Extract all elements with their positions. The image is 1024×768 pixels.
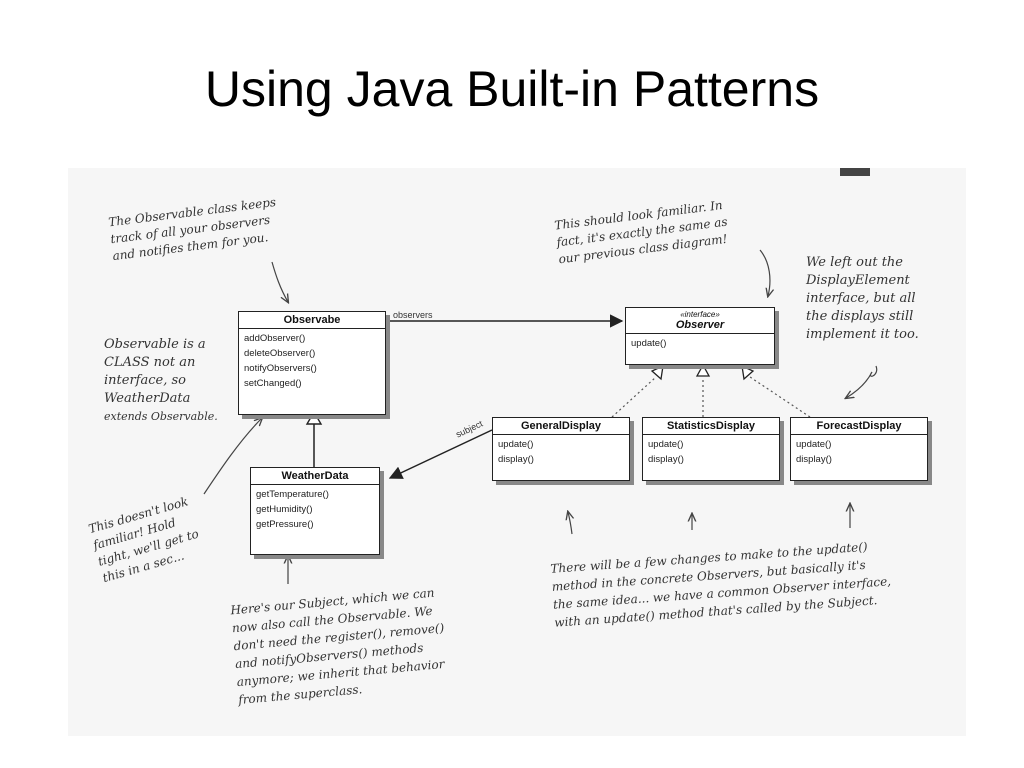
realization-forecast-triangle — [741, 364, 755, 381]
method-list: addObserver() deleteObserver() notifyObs… — [239, 329, 385, 393]
method: addObserver() — [244, 333, 306, 344]
note-line: interface, so — [104, 373, 186, 388]
realization-statistics-triangle — [695, 363, 711, 377]
class-weatherdata: WeatherData getTemperature() getHumidity… — [250, 467, 380, 555]
note-line: Observable is a — [104, 337, 206, 352]
note-line: We left out the — [806, 255, 903, 270]
note-line: WeatherData — [104, 391, 191, 406]
method: update() — [796, 439, 832, 450]
figure-corner-mark — [840, 168, 870, 176]
note-arrow-not-familiar — [203, 418, 262, 495]
method-list: update() display() — [493, 435, 629, 469]
class-name: StatisticsDisplay — [643, 418, 779, 435]
method: update() — [631, 338, 667, 349]
inheritance-weatherdata-triangle — [305, 410, 323, 425]
realization-general-line — [611, 376, 657, 418]
note-line: extends Observable. — [104, 410, 218, 423]
stereotype-label: «interface» — [680, 310, 720, 319]
note-is-class: Observable is a CLASS not an interface, … — [104, 336, 218, 426]
class-name: WeatherData — [251, 468, 379, 485]
method-list: update() display() — [643, 435, 779, 469]
method: getPressure() — [256, 519, 314, 530]
note-left-out: We left out the DisplayElement interface… — [806, 254, 919, 344]
class-name: GeneralDisplay — [493, 418, 629, 435]
note-arrow-observable-class — [271, 261, 288, 302]
method: getHumidity() — [256, 504, 313, 515]
method: getTemperature() — [256, 489, 329, 500]
class-observable: Observabe addObserver() deleteObserver()… — [238, 311, 386, 415]
observers-label: observers — [393, 310, 433, 320]
method-list: getTemperature() getHumidity() getPressu… — [251, 485, 379, 534]
method: display() — [796, 454, 832, 465]
subject-association-line — [388, 429, 493, 479]
class-statistics-display: StatisticsDisplay update() display() — [642, 417, 780, 481]
method: display() — [648, 454, 684, 465]
method: update() — [648, 439, 684, 450]
note-arrow-familiar — [759, 249, 770, 296]
class-name: Observer — [675, 319, 725, 331]
note-line: the displays still — [806, 309, 914, 324]
class-name: ForecastDisplay — [791, 418, 927, 435]
method: notifyObservers() — [244, 363, 317, 374]
method: setChanged() — [244, 378, 302, 389]
class-name: Observabe — [239, 312, 385, 329]
note-line: interface, but all — [806, 291, 916, 306]
note-line: CLASS not an — [104, 355, 196, 370]
interface-observer: «interface» Observer update() — [625, 307, 775, 365]
interface-header: «interface» Observer — [626, 308, 774, 334]
note-arrow-left-out — [846, 365, 878, 398]
method: update() — [498, 439, 534, 450]
note-arrow-changes-general — [568, 512, 572, 535]
realization-general-triangle — [650, 364, 664, 381]
note-line: DisplayElement — [806, 273, 910, 288]
method-list: update() display() — [791, 435, 927, 469]
method: display() — [498, 454, 534, 465]
slide-title: Using Java Built-in Patterns — [204, 61, 820, 117]
class-general-display: GeneralDisplay update() display() — [492, 417, 630, 481]
note-line: implement it too. — [806, 327, 919, 342]
class-forecast-display: ForecastDisplay update() display() — [790, 417, 928, 481]
note-subject: Here's our Subject, which we can now als… — [230, 583, 450, 709]
method-list: update() — [626, 334, 774, 353]
method: deleteObserver() — [244, 348, 316, 359]
realization-forecast-line — [749, 376, 811, 418]
